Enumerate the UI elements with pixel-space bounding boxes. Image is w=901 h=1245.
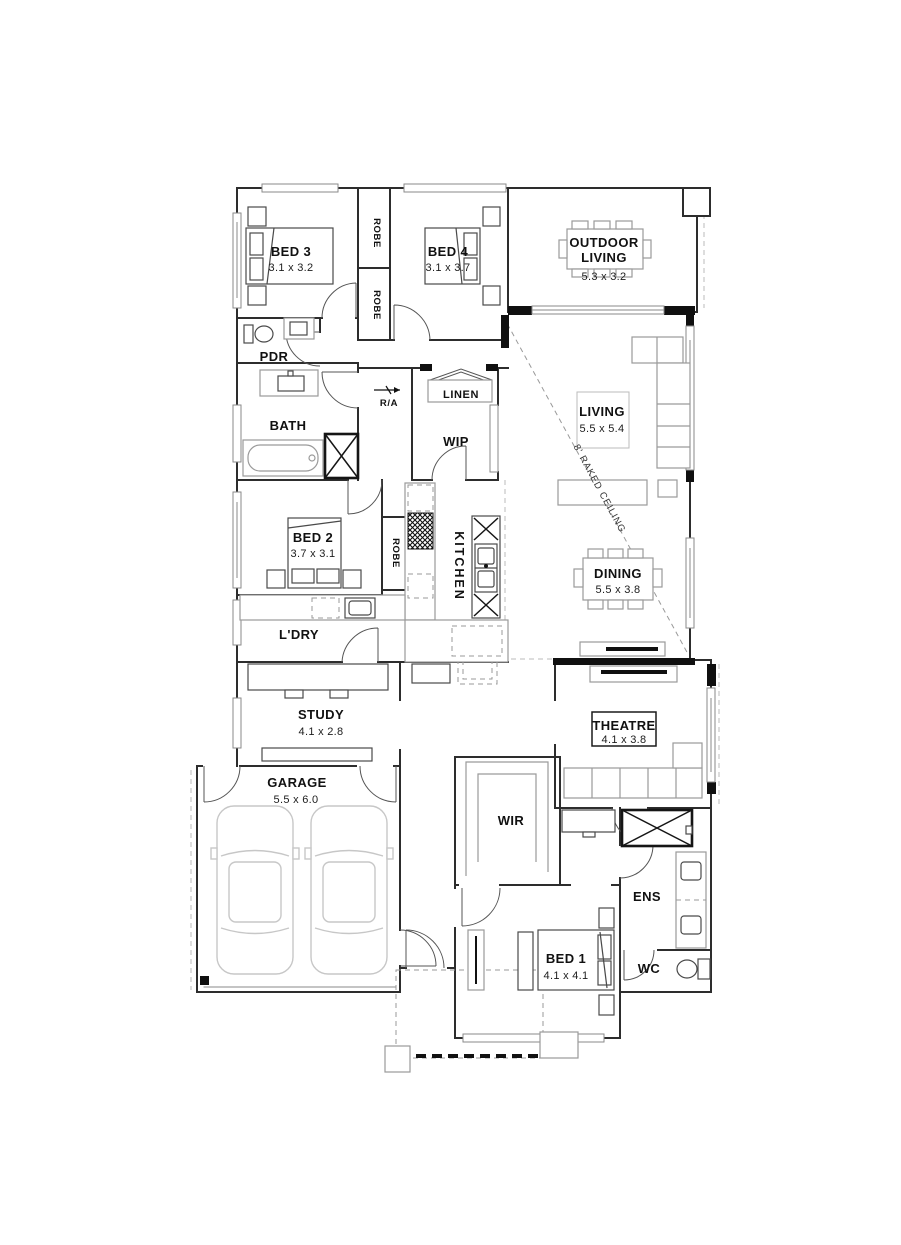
- room-label-kitchen: KITCHEN: [452, 531, 466, 601]
- room-label-pdr: PDR: [260, 349, 289, 364]
- kitchen-fixtures: [404, 482, 509, 663]
- ensuite-fixtures: [465, 761, 711, 980]
- room-label-study: STUDY: [298, 707, 344, 722]
- robe-label-3: ROBE: [390, 538, 401, 568]
- room-label-laundry: L'DRY: [279, 627, 319, 642]
- room-label-wip: WIP: [443, 434, 469, 449]
- room-dim-bed3: 3.1 x 3.2: [269, 262, 314, 274]
- feature-walls: [200, 306, 716, 985]
- bedroom-furniture: [245, 206, 615, 1016]
- room-labels: BED 3 3.1 x 3.2 BED 4 3.1 x 3.7 ROBE ROB…: [260, 218, 661, 982]
- room-dim-outdoor: 5.3 x 3.2: [582, 271, 627, 283]
- robe-label-2: ROBE: [371, 290, 382, 320]
- room-label-wir: WIR: [498, 813, 525, 828]
- room-label-bed2: BED 2: [293, 530, 333, 545]
- windows: [232, 183, 716, 1043]
- car-icon: [210, 805, 394, 975]
- room-label-bed4: BED 4: [428, 244, 469, 259]
- room-dim-study: 4.1 x 2.8: [299, 726, 344, 738]
- room-dim-bed2: 3.7 x 3.1: [291, 548, 336, 560]
- room-dim-theatre: 4.1 x 3.8: [602, 734, 647, 746]
- room-label-bed1: BED 1: [546, 951, 586, 966]
- room-label-ens: ENS: [633, 889, 661, 904]
- room-dim-living: 5.5 x 5.4: [580, 423, 625, 435]
- laundry-fixtures: [239, 594, 406, 621]
- room-label-outdoor-line1: OUTDOOR: [569, 235, 638, 250]
- room-label-dining: DINING: [594, 566, 642, 581]
- bathroom-fixtures: [242, 317, 493, 480]
- study-furniture: [247, 663, 389, 762]
- room-label-bath: BATH: [270, 418, 307, 433]
- room-dim-bed1: 4.1 x 4.1: [544, 970, 589, 982]
- room-dim-garage: 5.5 x 6.0: [274, 794, 319, 806]
- return-air-label: R/A: [380, 398, 398, 409]
- room-label-theatre: THEATRE: [592, 718, 655, 733]
- room-label-garage: GARAGE: [267, 775, 326, 790]
- theatre-label-box: [591, 711, 657, 747]
- robe-label-1: ROBE: [371, 218, 382, 248]
- return-air-icon: [374, 385, 400, 395]
- room-dim-bed4: 3.1 x 3.7: [426, 262, 471, 274]
- room-dim-dining: 5.5 x 3.8: [596, 584, 641, 596]
- room-label-living: LIVING: [579, 404, 625, 419]
- room-label-wc: WC: [638, 961, 661, 976]
- living-furniture: [411, 220, 703, 799]
- room-label-linen: LINEN: [443, 389, 479, 401]
- room-label-outdoor-line2: LIVING: [581, 250, 627, 265]
- room-label-bed3: BED 3: [271, 244, 311, 259]
- porch: [384, 969, 579, 1073]
